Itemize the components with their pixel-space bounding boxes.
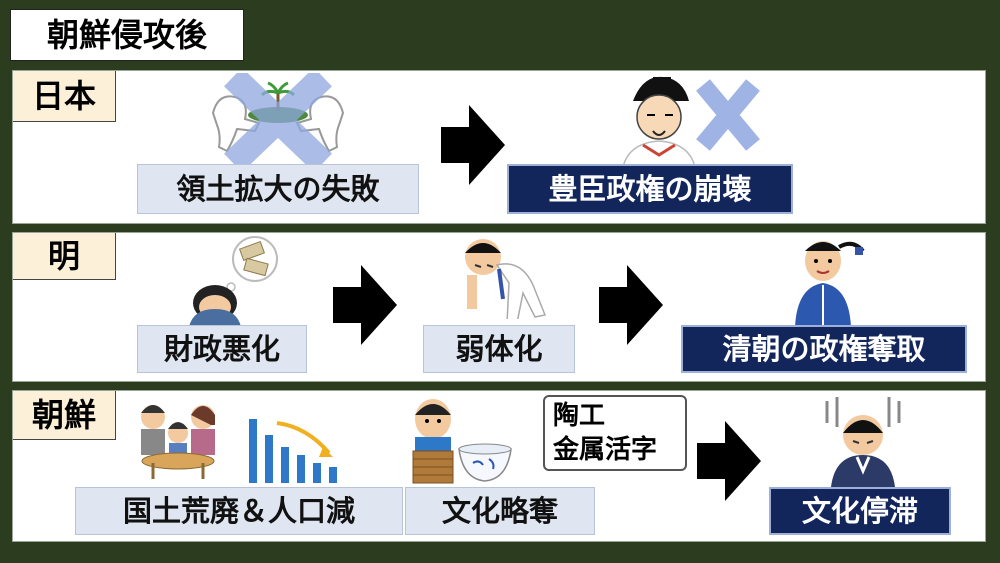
row-tag-korea: 朝鮮 — [13, 391, 116, 440]
page-title: 朝鮮侵攻後 — [10, 9, 244, 61]
row-tag-ming: 明 — [13, 233, 116, 280]
depressed-man-icon — [825, 397, 901, 487]
exhausted-man-icon — [465, 239, 547, 319]
right-arrow-icon — [599, 265, 663, 345]
row-tag-japan: 日本 — [13, 71, 116, 122]
box-cultural-plunder: 文化略奪 — [405, 487, 595, 535]
box-cultural-stagnation: 文化停滞 — [769, 487, 951, 535]
box-toyotomi-collapse: 豊臣政権の崩壊 — [507, 164, 793, 214]
land-tug-of-war-icon — [211, 73, 345, 167]
panel-japan: 日本 領土拡大の失敗 豊臣政権の崩壊 — [12, 70, 986, 224]
family-meal-icon — [141, 405, 215, 479]
right-arrow-icon — [333, 265, 397, 345]
box-qing-takeover: 清朝の政権奪取 — [681, 325, 967, 373]
money-worry-icon — [189, 236, 278, 327]
potter-with-bowl-icon — [412, 399, 512, 484]
qing-man-icon — [795, 241, 865, 327]
toyotomi-noble-icon — [622, 76, 760, 167]
panel-korea: 朝鮮 国土荒廃＆人口減 陶工 — [12, 390, 986, 542]
speech-bubble: 陶工 金属活字 — [543, 395, 687, 471]
panel-ming: 明 財政悪化 弱体化 清朝の政権奪取 — [12, 232, 986, 382]
box-financial-decline: 財政悪化 — [137, 325, 307, 373]
right-arrow-icon — [441, 105, 505, 185]
bubble-line-metal-type: 金属活字 — [553, 435, 658, 465]
cross-mark-icon — [224, 73, 332, 167]
box-territory-failure: 領土拡大の失敗 — [137, 164, 419, 214]
bubble-line-potters: 陶工 — [553, 401, 606, 431]
right-arrow-icon — [697, 421, 761, 501]
decline-chart-icon — [249, 419, 337, 483]
cross-mark-icon — [696, 79, 760, 151]
box-land-devastation: 国土荒廃＆人口減 — [75, 487, 403, 535]
box-weakening: 弱体化 — [423, 325, 575, 373]
